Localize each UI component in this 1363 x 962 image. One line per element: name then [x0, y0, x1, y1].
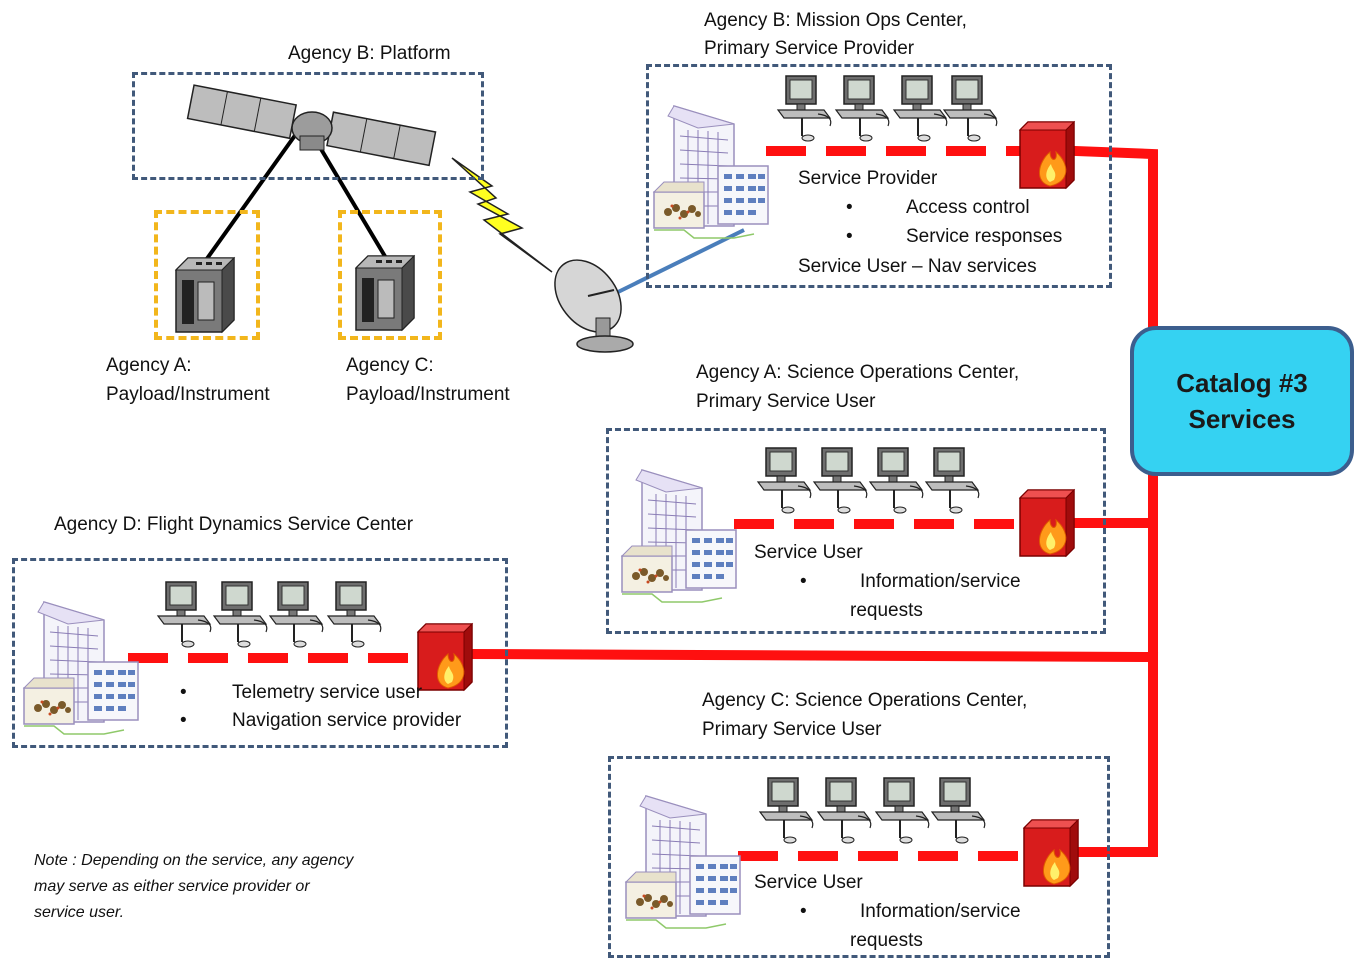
catalog-subtitle: Services: [1188, 404, 1296, 434]
science-c-box: [608, 756, 1110, 958]
note-text: Note : Depending on the service, any age…: [34, 852, 354, 921]
satellite-icon: [186, 84, 437, 167]
mission-ops-extra: Service User – Nav services: [798, 256, 1037, 277]
instrument-a-label-2: Payload/Instrument: [106, 384, 270, 405]
platform-title: Agency B: Platform: [288, 43, 451, 64]
catalog-services-box: Catalog #3 Services: [1130, 326, 1354, 476]
mission-ops-title-2: Primary Service Provider: [704, 38, 915, 59]
mission-ops-box: [646, 64, 1112, 288]
network-backbone: [464, 145, 1159, 857]
platform-box: [132, 72, 484, 180]
science-a-bullet-1: •Information/service: [800, 571, 1021, 592]
science-c-title-2: Primary Service User: [702, 719, 882, 740]
antenna-dish-icon: [554, 259, 634, 353]
flight-dynamics-bullet-2: •Navigation service provider: [180, 710, 462, 731]
mission-ops-bullet-1: •Access control: [846, 197, 1030, 218]
mission-ops-title-1: Agency B: Mission Ops Center,: [704, 10, 967, 31]
science-c-bullet-1: •Information/service: [800, 901, 1021, 922]
instrument-a-label-1: Agency A:: [106, 355, 192, 376]
instrument-c-label-2: Payload/Instrument: [346, 384, 510, 405]
science-a-title-2: Primary Service User: [696, 391, 876, 412]
flight-dynamics-bullet-1: •Telemetry service user: [180, 682, 423, 703]
science-c-role: Service User: [754, 872, 863, 893]
flight-dynamics-title: Agency D: Flight Dynamics Service Center: [54, 514, 414, 535]
science-a-title-1: Agency A: Science Operations Center,: [696, 362, 1020, 383]
lightning-icon: [451, 157, 553, 273]
flight-dynamics-box: [12, 558, 508, 748]
lan-lines: [128, 146, 1026, 861]
antenna-link: [613, 228, 745, 296]
science-c-title-1: Agency C: Science Operations Center,: [702, 690, 1028, 711]
instrument-c-label-1: Agency C:: [346, 355, 434, 376]
science-a-bullet-1-cont: requests: [850, 600, 923, 621]
mission-ops-role: Service Provider: [798, 168, 938, 189]
instrument-links: [204, 132, 388, 262]
catalog-title: Catalog #3: [1176, 368, 1308, 398]
science-a-role: Service User: [754, 542, 863, 563]
instrument-a-box: [154, 210, 260, 340]
instrument-c-box: [338, 210, 442, 340]
science-c-bullet-1-cont: requests: [850, 930, 923, 951]
science-a-box: [606, 428, 1106, 634]
mission-ops-bullet-2: •Service responses: [846, 226, 1063, 247]
